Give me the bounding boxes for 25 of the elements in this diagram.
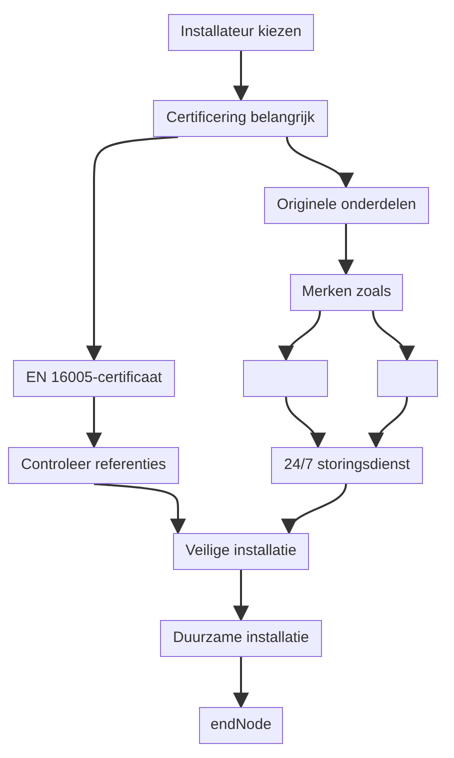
process-box: Controleer referenties — [8, 447, 179, 484]
arrow — [233, 51, 249, 102]
process-box: EN 16005-certificaat — [13, 360, 175, 397]
arrow — [372, 310, 414, 362]
process-box: Certificering belangrijk — [153, 100, 328, 137]
arrow — [233, 570, 249, 622]
process-box: Originele onderdelen — [264, 187, 429, 224]
arrow — [285, 396, 324, 449]
arrow — [86, 136, 178, 362]
empty-box — [243, 360, 328, 397]
empty-box — [377, 360, 438, 397]
arrow — [233, 657, 249, 709]
process-box: endNode — [199, 707, 283, 744]
process-box: Installateur kiezen — [168, 14, 314, 51]
arrow — [284, 484, 347, 535]
process-box: Veilige installatie — [173, 533, 309, 570]
process-box: 24/7 storingsdienst — [271, 447, 423, 484]
arrow — [338, 224, 354, 276]
arrow — [280, 310, 321, 362]
arrow — [286, 136, 351, 189]
arrow — [370, 396, 408, 449]
process-box: Merken zoals — [290, 274, 403, 311]
arrow — [86, 397, 102, 449]
process-box: Duurzame installatie — [160, 620, 322, 657]
arrow — [94, 483, 186, 535]
